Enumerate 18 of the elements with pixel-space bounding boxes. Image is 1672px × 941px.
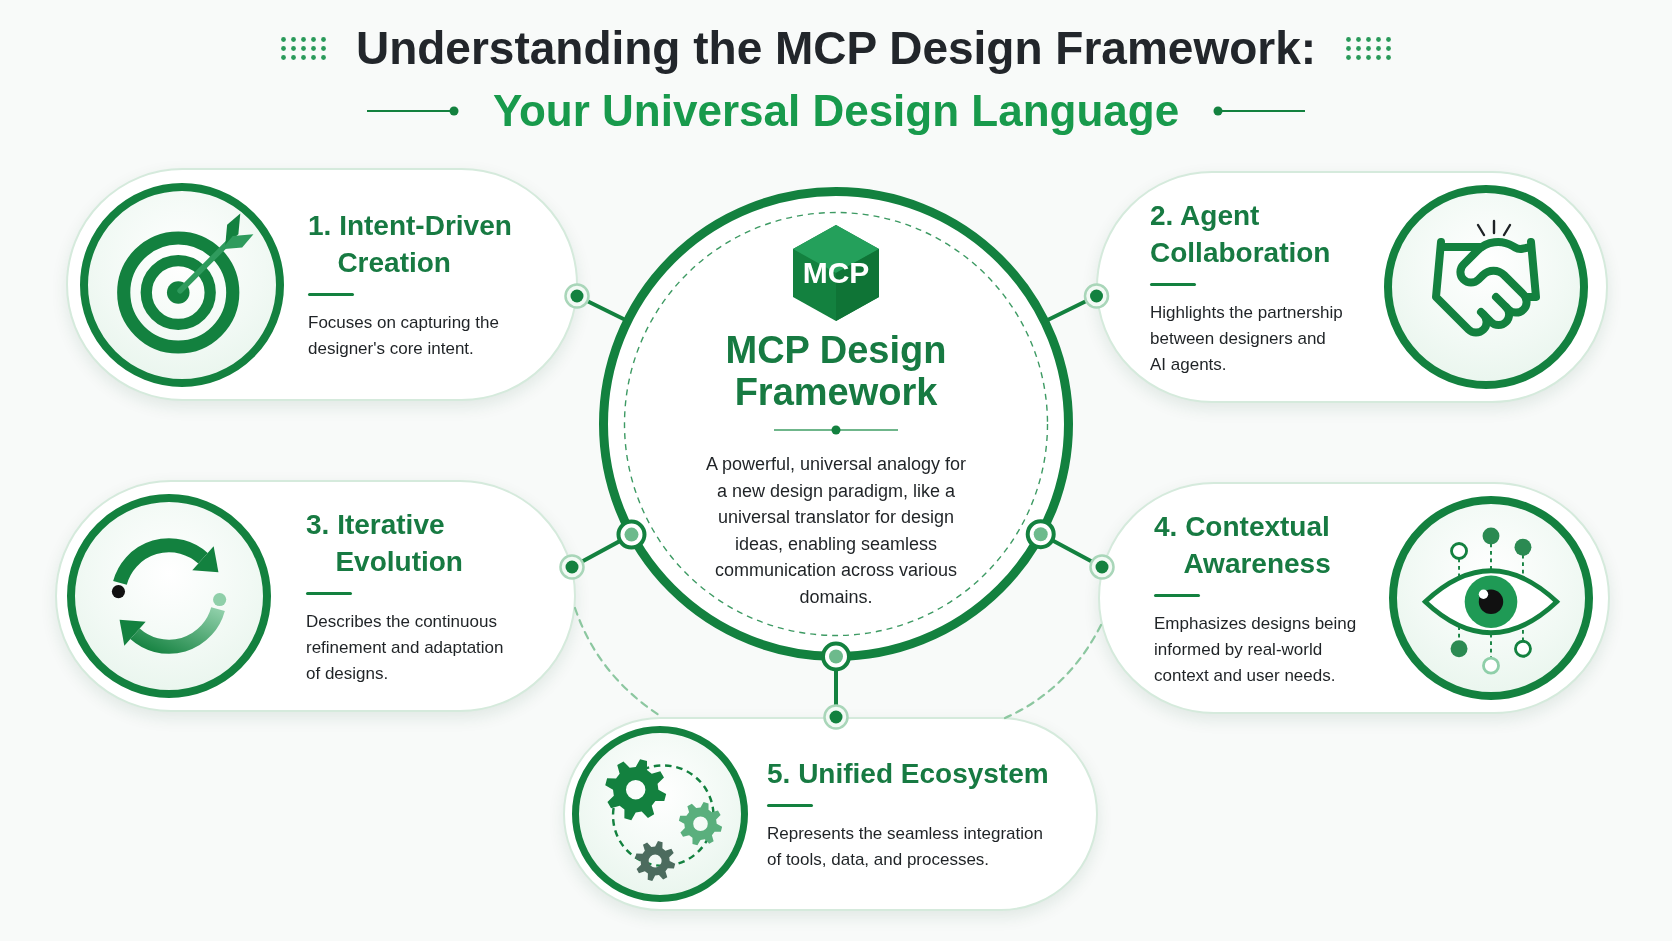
card-title: 3. Iterative Evolution [306, 507, 464, 579]
dashed-connector [1003, 623, 1103, 720]
card-title: 1. Intent-Driven Creation [308, 209, 513, 280]
card-title: 4. Contextual Awareness [1154, 509, 1332, 581]
card-description: Emphasizes designs being informed by real-world context and user needs. [1154, 612, 1358, 687]
hub-description: A powerful, universal analogy for a new design paradigm, like a universal translator for design ideas, enabling seamless communication across various domains. [704, 453, 968, 609]
hexagon-badge: MCP [793, 225, 879, 321]
card-description: Focuses on capturing the designer's core intent. [308, 312, 500, 360]
card-title: 5. Unified Ecosystem [767, 757, 1050, 791]
page-title: Understanding the MCP Design Framework: [355, 21, 1317, 76]
card-description: Describes the continuous refinement and adaptation of designs. [306, 610, 505, 685]
connector-line [564, 283, 626, 321]
hub-title: MCP Design Framework [724, 329, 948, 413]
subtitle: Your Universal Design Language [492, 85, 1180, 137]
connector-line [1046, 283, 1110, 322]
card-description: Represents the seamless integration of tools, data, and processes. [767, 823, 1044, 871]
card-description: Highlights the partnership between designers and AI agents. [1150, 301, 1344, 376]
card-title: 2. Agent Collaboration [1150, 198, 1332, 270]
